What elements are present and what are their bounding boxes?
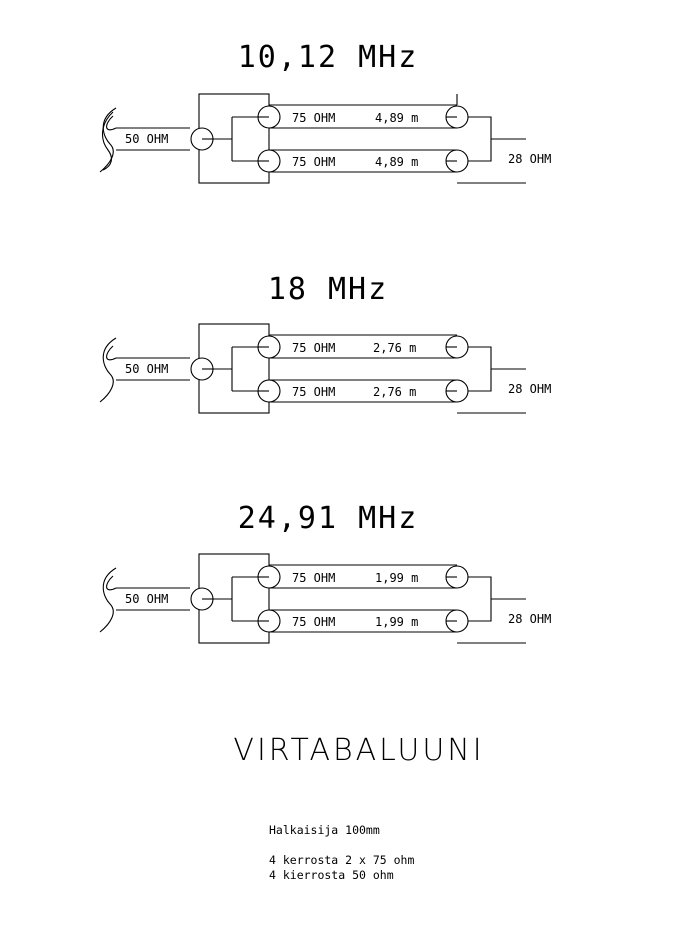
input-cable-lines <box>102 111 190 171</box>
upper-line-impedance: 75 OHM <box>292 341 335 355</box>
upper-line-length: 2,76 m <box>373 341 416 355</box>
drawing-title: VIRTABALUUNI <box>233 733 484 768</box>
note-layers-50: 4 kierrosta 50 ohm <box>269 868 394 882</box>
output-impedance-label: 28 OHM <box>508 382 551 396</box>
frequency-label: 24,91 MHz <box>238 501 419 536</box>
frequency-label: 18 MHz <box>268 272 388 307</box>
lower-line-impedance: 75 OHM <box>292 385 335 399</box>
upper-line-length: 4,89 m <box>375 111 418 125</box>
input-impedance-label: 50 OHM <box>125 132 168 146</box>
upper-line-impedance: 75 OHM <box>292 111 335 125</box>
input-impedance-label: 50 OHM <box>125 362 168 376</box>
upper-line-impedance: 75 OHM <box>292 571 335 585</box>
balun-diagram-2: 18 MHz 50 OHM 75 OHM 2,76 m 75 OHM 2,76 … <box>99 272 551 414</box>
input-cable-squiggle <box>99 337 117 403</box>
note-layers-75: 4 kerrosta 2 x 75 ohm <box>269 853 414 867</box>
balun-diagram-1: 10,12 MHz 50 OHM 75 OHM 4,89 m 75 OHM 4,… <box>99 40 551 184</box>
lower-line-length: 2,76 m <box>373 385 416 399</box>
output-impedance-label: 28 OHM <box>508 152 551 166</box>
output-impedance-label: 28 OHM <box>508 612 551 626</box>
upper-line-length: 1,99 m <box>375 571 418 585</box>
note-diameter: Halkaisija 100mm <box>269 823 380 837</box>
lower-line-impedance: 75 OHM <box>292 615 335 629</box>
input-cable-lines <box>106 575 190 611</box>
output-shield-wire <box>456 94 526 184</box>
input-cable-squiggle <box>99 107 117 173</box>
balun-diagram-3: 24,91 MHz 50 OHM 75 OHM 1,99 m 75 OHM 1,… <box>99 501 551 644</box>
lower-line-length: 4,89 m <box>375 155 418 169</box>
output-bridge-wire <box>468 576 492 622</box>
lower-line-length: 1,99 m <box>375 615 418 629</box>
frequency-label: 10,12 MHz <box>238 40 419 75</box>
input-impedance-label: 50 OHM <box>125 592 168 606</box>
lower-line-impedance: 75 OHM <box>292 155 335 169</box>
output-bridge-wire <box>468 346 492 392</box>
input-cable-squiggle <box>99 567 117 633</box>
input-cable-lines <box>106 345 190 381</box>
output-bridge-wire <box>468 116 492 162</box>
